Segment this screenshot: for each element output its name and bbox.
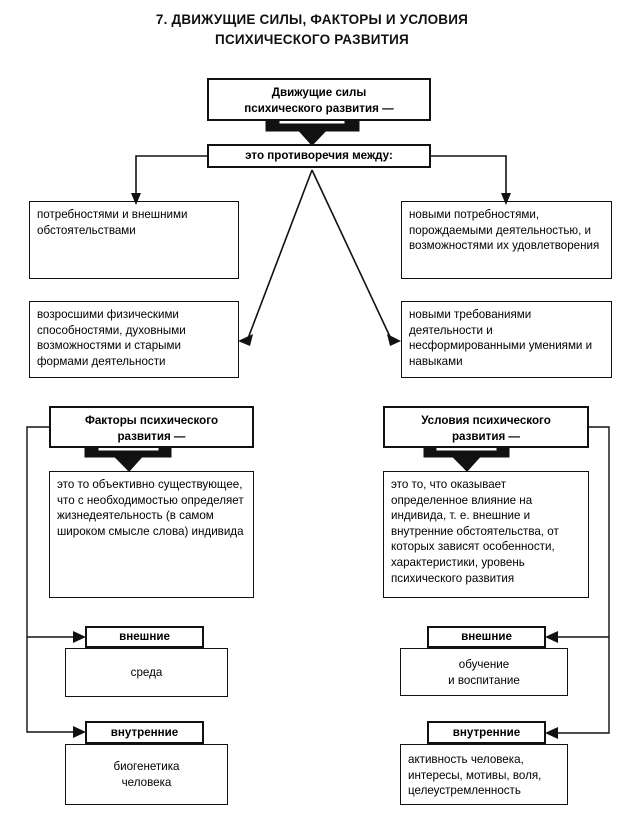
- page-title-line-1: 7. ДВИЖУЩИЕ СИЛЫ, ФАКТОРЫ И УСЛОВИЯ: [155, 12, 469, 27]
- conditions-group-external-content-line-1: обучение: [458, 658, 510, 671]
- factors-definition-box: это то объективно существующее, что с не…: [49, 471, 254, 598]
- factors-group-internal-content-line-2: человека: [121, 775, 172, 789]
- factors-definition-text: это то объективно существующее, что с не…: [57, 478, 244, 538]
- conditions-definition-box: это то, что оказывает определенное влиян…: [383, 471, 589, 598]
- conditions-group-internal-content-box: активность человека, интересы, мотивы, в…: [400, 744, 568, 805]
- factors-group-internal-label-box: внутренние: [85, 721, 204, 744]
- driving-forces-header-line-2: психического развития —: [244, 101, 394, 115]
- conditions-group-internal-label: внутренние: [452, 725, 521, 739]
- conditions-header-line-2: развития —: [451, 429, 521, 443]
- contradiction-text-left-top: потребностями и внешними обстоятельствам…: [37, 208, 188, 237]
- contradiction-box-left-bottom: возросшими физическими способностями, ду…: [29, 301, 239, 378]
- conditions-group-internal-label-box: внутренние: [427, 721, 546, 744]
- driving-forces-header-box: Движущие силы психического развития —: [207, 78, 431, 121]
- conditions-group-internal-content-line-1: активность человека, интересы, мотивы, в…: [408, 753, 542, 798]
- contradictions-connector-label: это противоречия между:: [245, 149, 393, 163]
- contradictions-connector-box: это противоречия между:: [207, 144, 431, 168]
- conditions-group-external-content-line-2: и воспитание: [448, 673, 520, 687]
- page-title-line-2: ПСИХИЧЕСКОГО РАЗВИТИЯ: [215, 32, 409, 47]
- factors-group-internal-content-box: биогенетика человека: [65, 744, 228, 805]
- factors-header-line-2: развития —: [117, 429, 186, 443]
- factors-header-line-1: Факторы психического: [84, 414, 219, 427]
- factors-header-box: Факторы психического развития —: [49, 406, 254, 448]
- factors-group-external-content-line-1: среда: [130, 666, 163, 679]
- conditions-group-external-label: внешние: [461, 630, 512, 644]
- factors-group-internal-label: внутренние: [110, 725, 179, 739]
- contradiction-box-left-top: потребностями и внешними обстоятельствам…: [29, 201, 239, 279]
- factors-group-external-label: внешние: [119, 630, 170, 644]
- conditions-group-external-content-box: обучение и воспитание: [400, 648, 568, 696]
- contradiction-text-right-bottom: новыми требованиями деятельности и несфо…: [409, 308, 593, 368]
- factors-group-external-label-box: внешние: [85, 626, 204, 648]
- contradiction-text-right-top: новыми потребностями, порождаемыми деяте…: [409, 208, 600, 253]
- conditions-definition-text: это то, что оказывает определенное влиян…: [391, 478, 559, 585]
- contradiction-text-left-bottom: возросшими физическими способностями, ду…: [37, 308, 186, 368]
- page-title: 7. ДВИЖУЩИЕ СИЛЫ, ФАКТОРЫ И УСЛОВИЯ ПСИХ…: [0, 10, 624, 50]
- contradiction-box-right-top: новыми потребностями, порождаемыми деяте…: [401, 201, 612, 279]
- conditions-header-line-1: Условия психического: [421, 414, 551, 427]
- factors-group-internal-content-line-1: биогенетика: [113, 760, 180, 773]
- driving-forces-header-line-1: Движущие силы: [271, 86, 367, 99]
- contradiction-box-right-bottom: новыми требованиями деятельности и несфо…: [401, 301, 612, 378]
- conditions-header-box: Условия психического развития —: [383, 406, 589, 448]
- factors-group-external-content-box: среда: [65, 648, 228, 697]
